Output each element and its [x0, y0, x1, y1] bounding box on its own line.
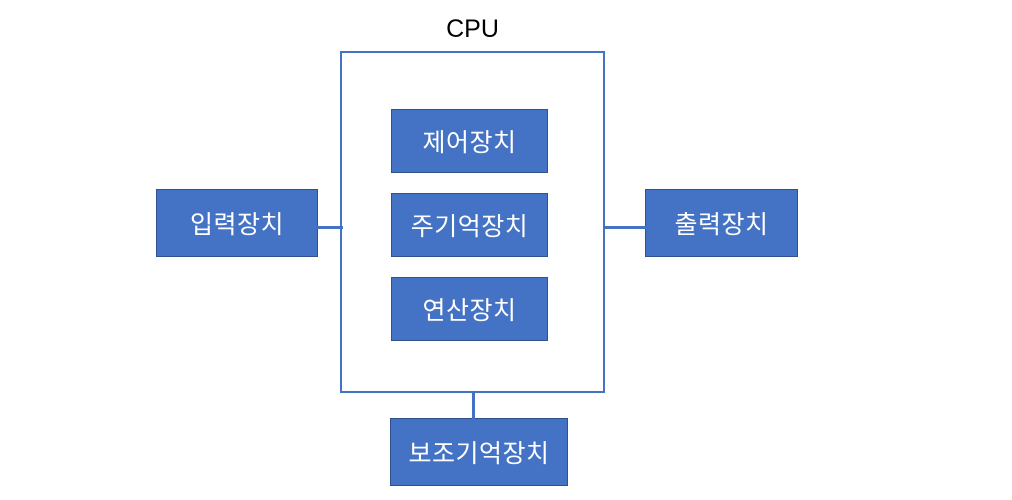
node-output-device[interactable]: 출력장치: [645, 189, 798, 257]
node-input-device[interactable]: 입력장치: [156, 189, 318, 257]
connector-cpu-to-storage: [472, 392, 475, 419]
node-main-memory[interactable]: 주기억장치: [391, 193, 548, 257]
node-auxiliary-storage[interactable]: 보조기억장치: [390, 418, 568, 486]
cpu-group-title: CPU: [446, 15, 499, 43]
connector-input-to-cpu: [313, 226, 343, 229]
connector-cpu-to-output: [603, 226, 647, 229]
node-arithmetic-logic-unit[interactable]: 연산장치: [391, 277, 548, 341]
node-control-unit[interactable]: 제어장치: [391, 109, 548, 173]
